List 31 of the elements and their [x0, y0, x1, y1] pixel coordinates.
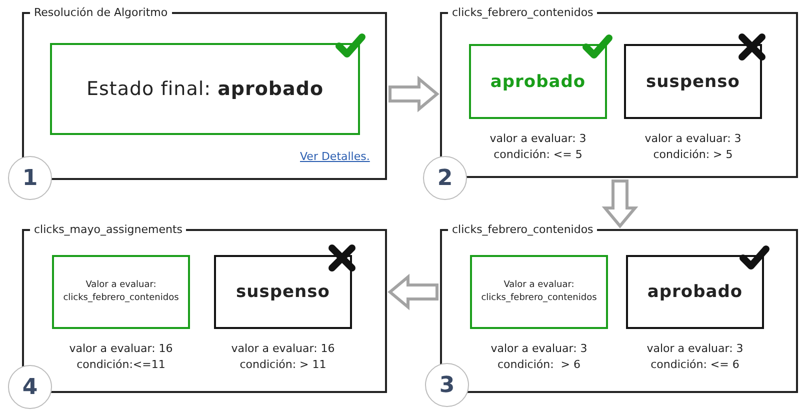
condition-text: condición: <= 5 [492, 147, 584, 163]
result-text: suspenso [646, 72, 740, 92]
step-number-circle: 4 [8, 365, 52, 409]
block-arrow [388, 274, 438, 310]
result-text: Estado final: aprobado [86, 78, 324, 100]
panel-title: clicks_febrero_contenidos [448, 222, 598, 237]
condition-text: condición: <= 6 [650, 357, 740, 373]
condition-text: condición: > 6 [496, 357, 582, 373]
condition-text: valor a evaluar: 3 [490, 341, 588, 357]
block-arrow [602, 180, 638, 228]
step-number-circle: 2 [423, 156, 467, 200]
result-text: aprobado [647, 282, 743, 302]
panel-title: clicks_febrero_contenidos [448, 5, 598, 20]
condition-text: condición: > 5 [652, 147, 734, 163]
condition-text: valor a evaluar: 16 [68, 341, 174, 357]
block-arrow [388, 76, 440, 112]
condition-text: valor a evaluar: 3 [644, 131, 742, 147]
result-text: Valor a evaluar: clicks_febrero_contenidos [62, 279, 180, 305]
condition-text: valor a evaluar: 3 [488, 131, 588, 147]
step-number-circle: 1 [8, 156, 52, 200]
panel-title: Resolución de Algoritmo [30, 5, 172, 20]
result-text: aprobado [490, 72, 586, 92]
result-text: suspenso [236, 282, 330, 302]
panel-title: clicks_mayo_assignements [30, 222, 186, 237]
condition-text: valor a evaluar: 3 [646, 341, 744, 357]
condition-text: valor a evaluar: 16 [230, 341, 336, 357]
step-number-circle: 3 [425, 363, 469, 407]
condition-text: condición:<=11 [76, 357, 166, 373]
condition-text: condición: > 11 [238, 357, 328, 373]
details-link: Ver Detalles. [300, 150, 370, 163]
result-text: Valor a evaluar: clicks_febrero_contenidos [480, 279, 598, 305]
